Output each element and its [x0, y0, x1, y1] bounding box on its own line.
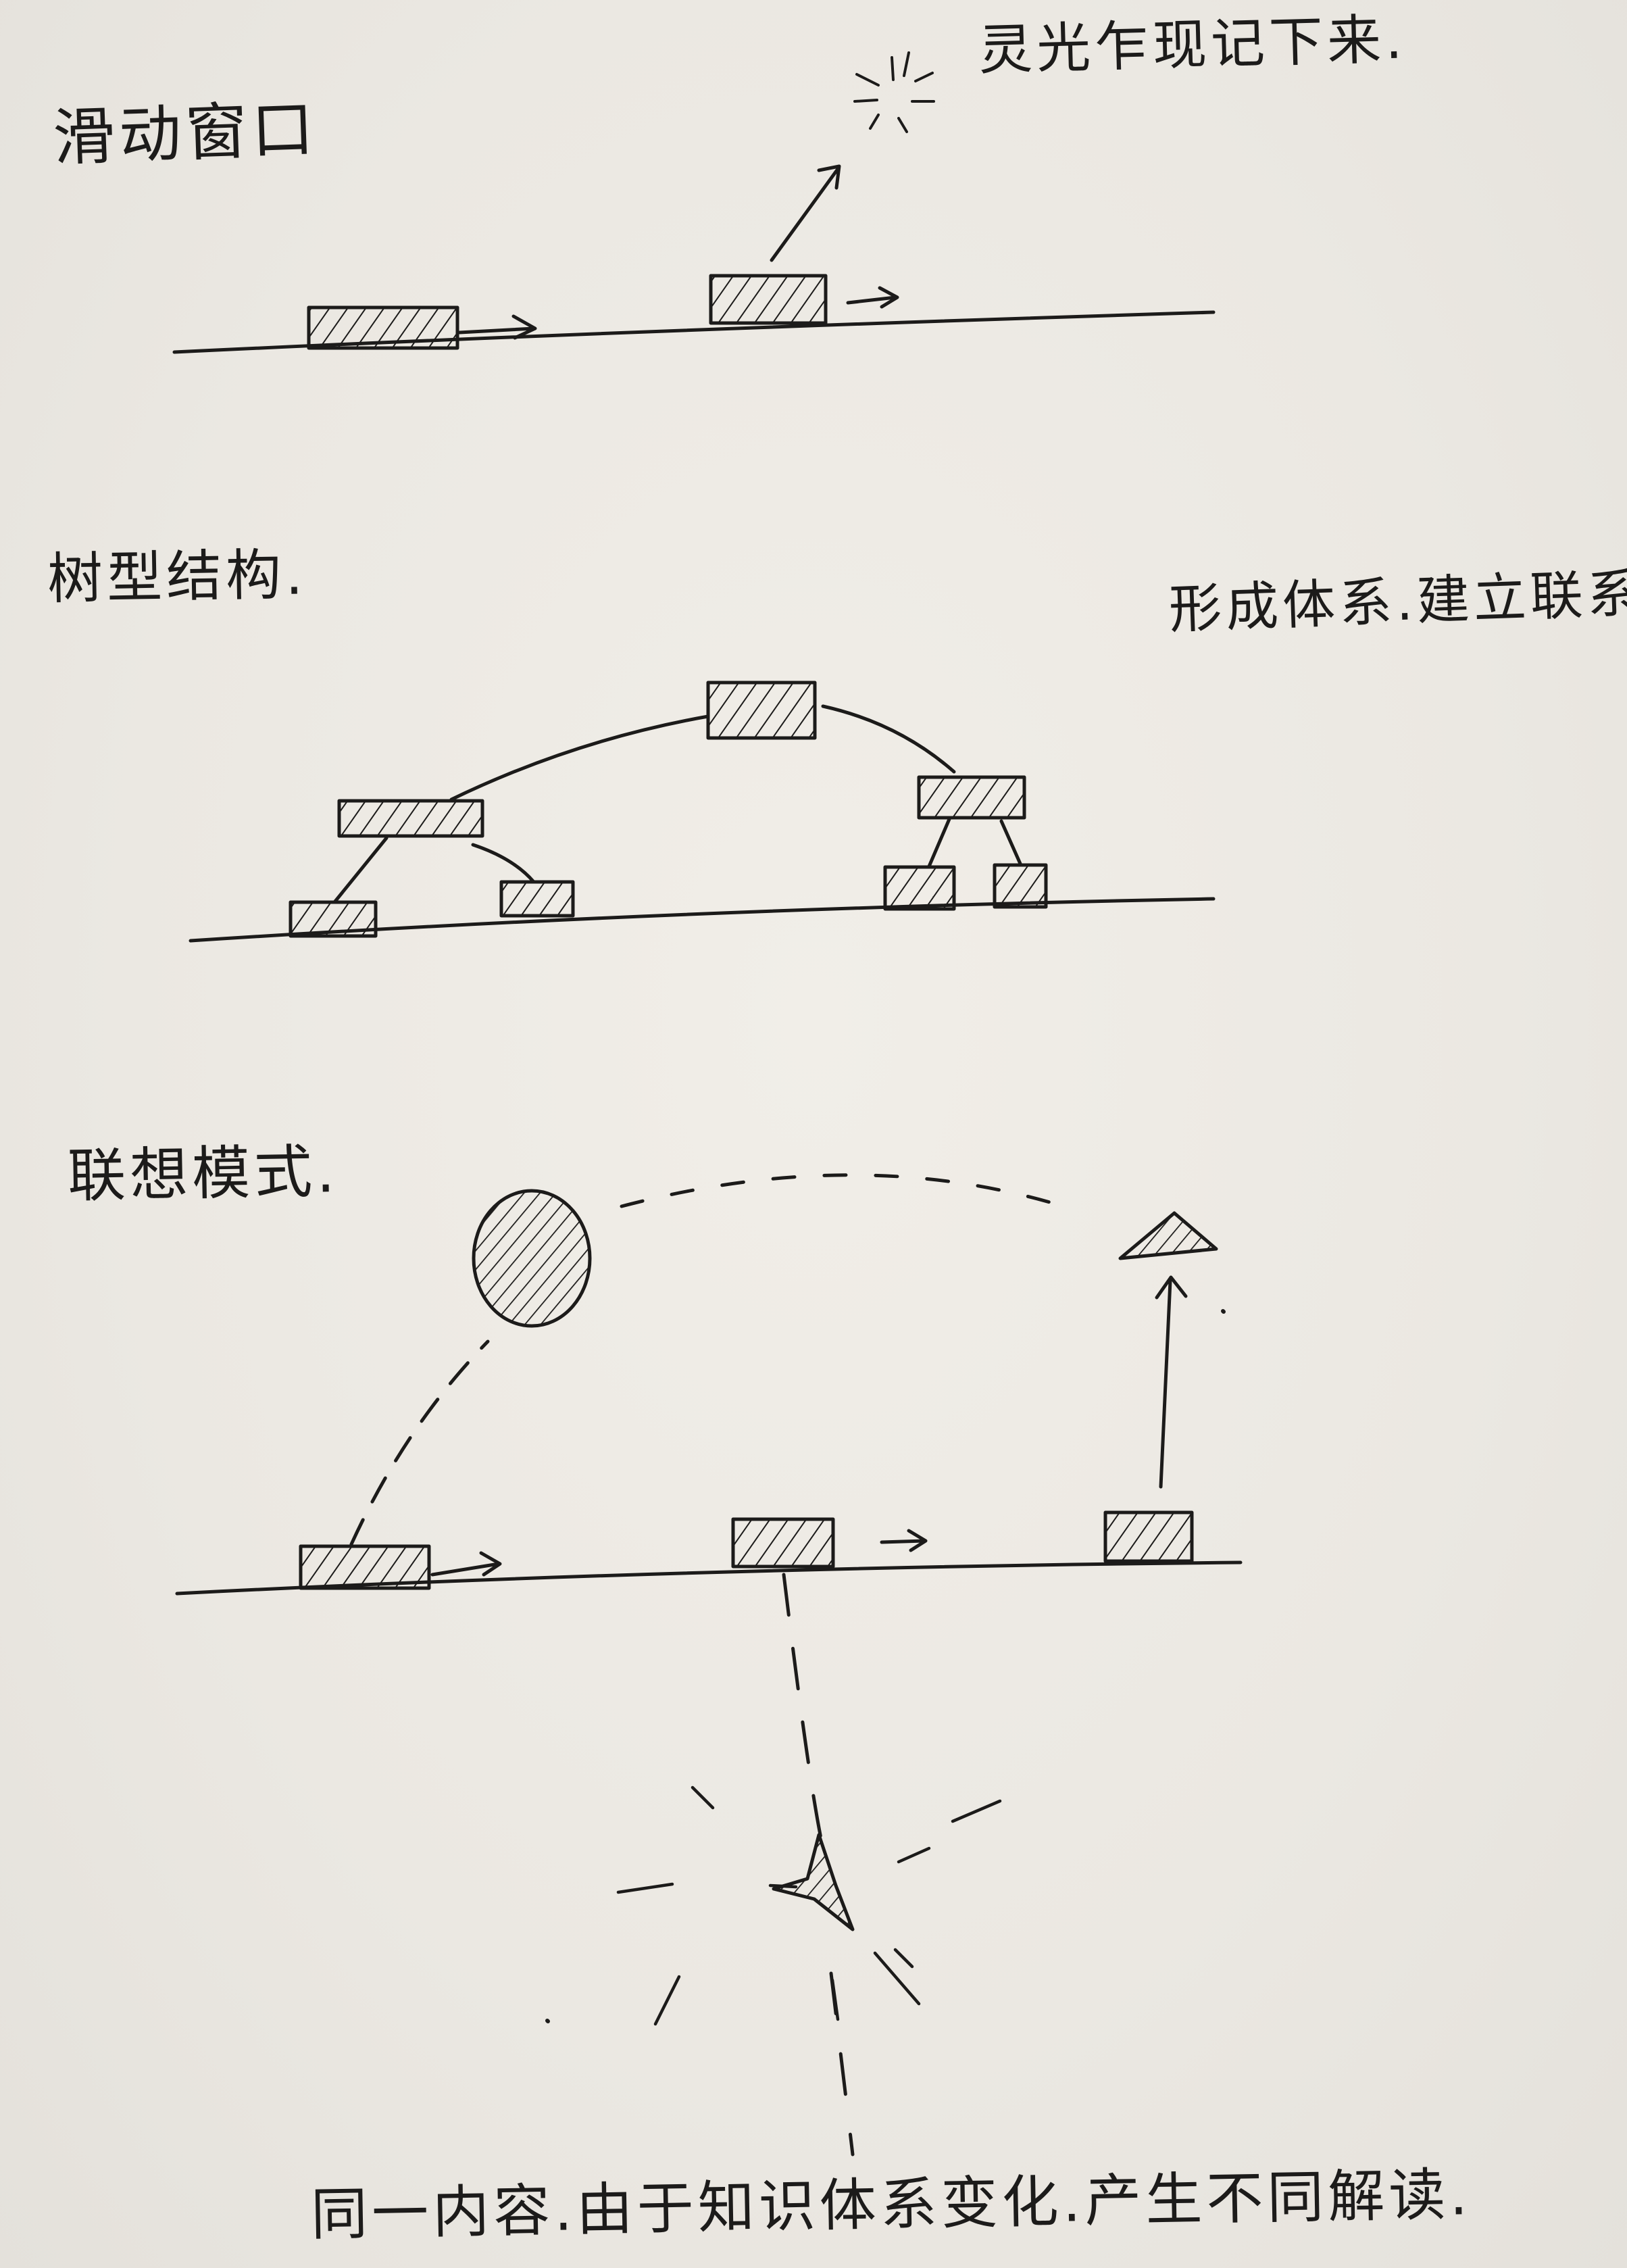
dashed-link-block-to-circle	[349, 1339, 490, 1546]
sliding-window-diagram	[172, 51, 1216, 354]
association-mode-title: 联想模式.	[67, 1138, 340, 1210]
arrow-up-to-triangle	[1155, 1275, 1188, 1489]
tree-leaf-4	[993, 863, 1048, 909]
window-block-1	[307, 305, 459, 350]
ink-dots	[545, 1309, 1226, 2023]
tree-leaf-2	[499, 880, 575, 918]
tree-edge-left-leaf2	[471, 843, 536, 884]
association-block-1	[299, 1544, 431, 1590]
tree-leaf-1	[289, 900, 378, 938]
tree-structure-title: 树型结构.	[47, 543, 307, 612]
tree-root-node	[706, 681, 817, 740]
window-block-2	[709, 274, 828, 325]
tree-left-node	[337, 799, 484, 838]
inspiration-note: 灵光乍现记下来.	[977, 7, 1407, 82]
triangle-concept-shape	[1118, 1211, 1218, 1260]
tree-edge-left-leaf1	[332, 836, 389, 904]
star-rays	[616, 1785, 1002, 2026]
association-mode-diagram	[175, 1173, 1243, 2156]
tree-leaf-3	[883, 865, 956, 911]
tree-edge-right-leaf3	[927, 817, 951, 868]
arrow-right-1	[457, 314, 537, 340]
arrow-up-inspiration	[770, 164, 841, 262]
association-block-2	[731, 1517, 835, 1569]
tree-edge-right-leaf4	[999, 819, 1022, 866]
tree-edge-root-left	[449, 714, 710, 802]
arrow-right-3	[430, 1551, 502, 1577]
circle-concept-shape	[472, 1189, 592, 1328]
tree-right-node	[917, 775, 1026, 820]
tree-structure-diagram	[189, 681, 1216, 943]
association-block-3	[1103, 1510, 1194, 1563]
arrow-right-2	[846, 286, 899, 309]
dashed-link-block-to-star	[782, 1573, 823, 1840]
spark-icon	[853, 51, 935, 133]
sliding-window-title: 滑动窗口	[51, 93, 319, 174]
dashed-link-circle-to-triangle	[620, 1173, 1076, 1212]
arrow-right-4	[880, 1529, 928, 1552]
star-icon	[772, 1833, 855, 1931]
tree-edge-root-right	[821, 704, 956, 774]
